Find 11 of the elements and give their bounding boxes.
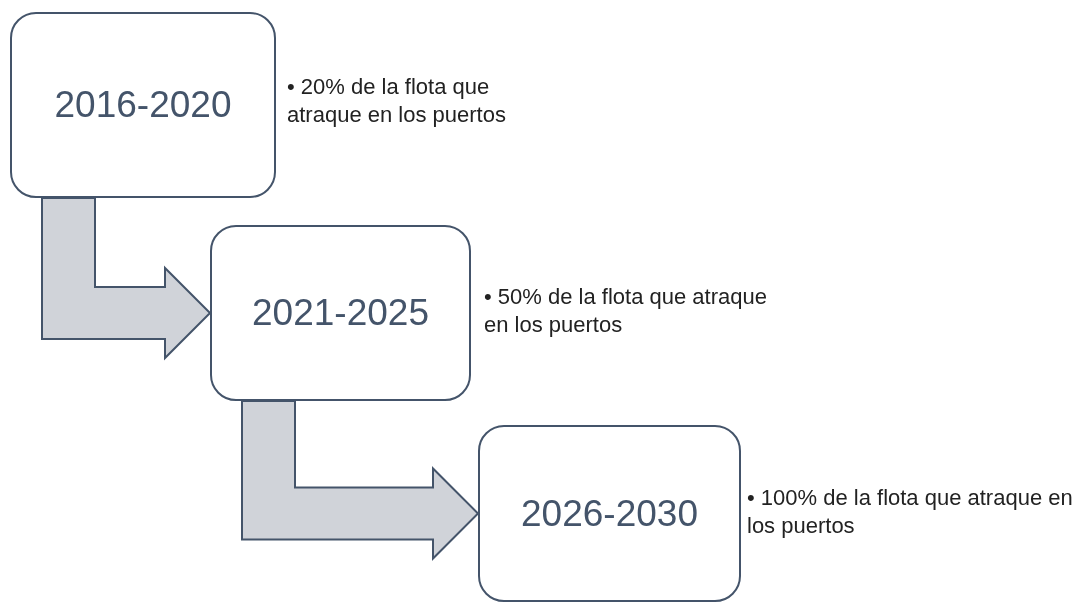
bullet-note: • 50% de la flota que atraque en los puertos [484,283,768,339]
bullet-note: • 20% de la flota que atraque en los puertos [287,73,507,129]
period-label: 2016-2020 [54,84,232,126]
bent-arrow [241,400,480,561]
bent-arrow [41,197,212,361]
bullet-note: • 100% de la flota que atraque en los puertos [747,484,1074,540]
period-box [10,12,276,198]
period-box [210,225,471,401]
period-label: 2021-2025 [252,292,429,334]
period-box [478,425,741,602]
period-label: 2026-2030 [521,492,698,535]
